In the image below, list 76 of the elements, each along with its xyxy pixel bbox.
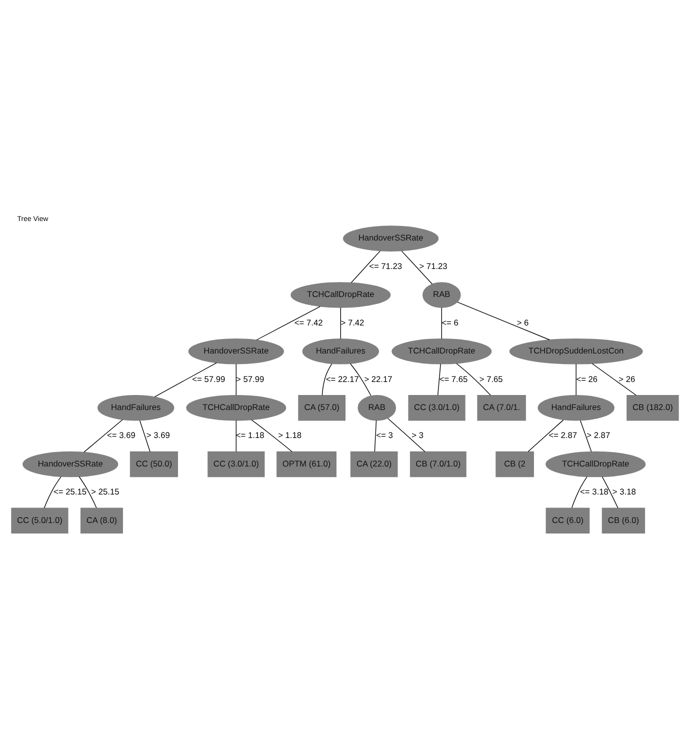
connector [256, 306, 321, 340]
edge-label: <= 57.99 [192, 373, 226, 384]
edge-label: <= 6 [442, 316, 458, 327]
node-box: CC (3.0/1.0) [408, 394, 466, 420]
node-ellipse: TCHCallDropRate [392, 338, 492, 364]
node-ellipse: TCHCallDropRate [546, 450, 646, 477]
edge-label: <= 3.69 [107, 430, 136, 440]
edge-label: > 7.42 [340, 316, 364, 327]
node-box: CB (182.0) [626, 394, 679, 420]
connector [602, 476, 618, 508]
node-box: CC (3.0/1.0) [208, 450, 265, 477]
connector [251, 419, 292, 452]
connector [437, 363, 441, 396]
edge-label: <= 7.42 [294, 316, 323, 327]
connector [78, 476, 97, 508]
edge-label: <= 7.65 [439, 373, 468, 384]
edge-label: <= 3.18 [580, 486, 608, 496]
node-box: CC (6.0) [546, 507, 590, 534]
connector [401, 250, 433, 284]
edge-label: <= 2.87 [548, 430, 578, 440]
node-box: CA (57.0) [298, 394, 346, 420]
connector [571, 476, 588, 508]
edge-label: <= 25.15 [54, 486, 86, 496]
connector [441, 306, 442, 339]
edge-label: <= 1.18 [236, 430, 264, 440]
node-ellipse: RAB [422, 282, 461, 308]
edge-label: > 26 [618, 373, 636, 384]
edge-label: > 22.17 [364, 373, 392, 384]
connector [350, 362, 372, 396]
node-ellipse: TCHCallDropRate [290, 282, 391, 308]
connector [580, 420, 592, 452]
connector [457, 301, 550, 340]
node-box: CB (7.0/1.0) [410, 450, 466, 477]
node-box: CA (22.0) [350, 450, 398, 477]
node-box: CA (8.0) [80, 507, 123, 534]
node-box: OPTM (61.0) [276, 450, 336, 477]
connector [528, 419, 564, 452]
edge-label: > 3.69 [146, 430, 170, 440]
edge-label: <= 22.17 [326, 373, 359, 384]
edge-label: > 7.65 [479, 373, 503, 384]
node-ellipse: TCHCallDropRate [186, 394, 286, 420]
node-ellipse: HandoverSSRate [342, 225, 439, 251]
edge-label: <= 71.23 [369, 260, 402, 270]
edge-label: > 25.15 [91, 486, 120, 496]
node-ellipse: HandFailures [538, 394, 614, 420]
connector [374, 420, 377, 452]
edge-label: > 6 [516, 316, 529, 327]
edge-label: > 3.18 [612, 486, 636, 496]
connector [592, 362, 636, 396]
edge-label: <= 26 [576, 373, 598, 384]
edge-label: > 57.99 [236, 373, 264, 384]
connector [350, 250, 381, 282]
connector [456, 362, 491, 396]
connector [84, 418, 123, 452]
node-ellipse: RAB [358, 394, 396, 420]
node-ellipse: HandoverSSRate [22, 450, 118, 477]
node-ellipse: HandoverSSRate [188, 338, 284, 364]
edge-label: > 3 [412, 430, 424, 440]
node-box: CB (2 [496, 450, 534, 477]
connector [154, 362, 217, 397]
connector [322, 362, 332, 396]
node-ellipse: HandFailures [97, 394, 174, 420]
node-box: CC (5.0/1.0) [11, 507, 68, 534]
edge-label: <= 3 [376, 430, 393, 440]
node-ellipse: TCHDropSuddenLostCon [509, 338, 643, 364]
edge-label: > 71.23 [419, 260, 448, 270]
node-ellipse: HandFailures [302, 338, 380, 364]
edge-label: > 2.87 [586, 430, 610, 440]
connector [139, 420, 150, 452]
node-box: CC (50.0) [130, 450, 178, 477]
node-box: CA (7.0/1. [477, 394, 526, 420]
node-box: CB (6.0) [602, 507, 646, 534]
connector [44, 476, 62, 508]
connector [340, 306, 341, 339]
connector [387, 418, 426, 452]
edge-label: > 1.18 [278, 430, 302, 440]
